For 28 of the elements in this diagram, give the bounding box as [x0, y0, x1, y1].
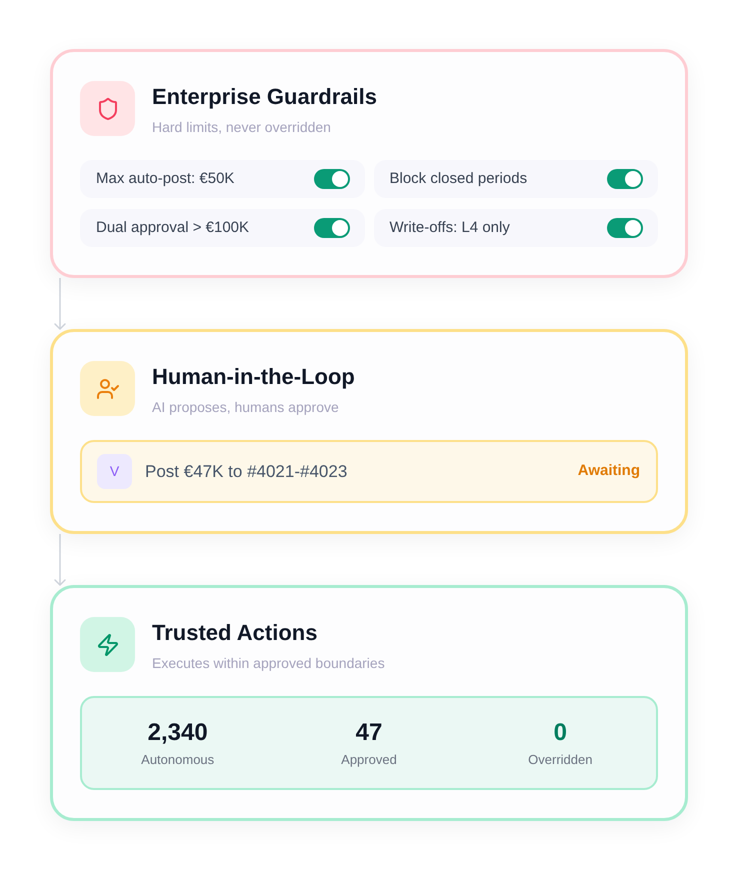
setting-label: Max auto-post: €50K — [96, 168, 234, 189]
card-title: Trusted Actions — [152, 619, 318, 647]
stat-label: Autonomous — [141, 750, 214, 768]
tier-card — [50, 329, 688, 534]
pending-action-row — [80, 440, 658, 503]
card-subtitle: Executes within approved boundaries — [152, 654, 385, 673]
tier-card — [50, 49, 688, 278]
action-text: Post €47K to #4021-#4023 — [145, 460, 348, 483]
setting-row — [374, 160, 658, 198]
setting-row — [80, 209, 364, 247]
stats-panel — [80, 696, 658, 790]
card-subtitle: AI proposes, humans approve — [152, 398, 340, 417]
setting-label: Dual approval > €100K — [96, 218, 250, 238]
stat-value: 47 — [356, 718, 382, 748]
initial-avatar: V — [97, 454, 132, 489]
setting-label: Write-offs: L4 only — [390, 218, 510, 238]
setting-row — [374, 209, 658, 247]
stat-value: 0 — [554, 718, 567, 748]
card-title: Human-in-the-Loop — [152, 363, 355, 391]
stat-label: Approved — [341, 750, 397, 768]
card-subtitle: Hard limits, never overridden — [152, 118, 332, 137]
card-title: Enterprise Guardrails — [152, 83, 377, 111]
setting-label: Block closed periods — [390, 168, 528, 189]
tier-card — [50, 585, 688, 821]
stat-label: Overridden — [528, 750, 592, 768]
stat-value: 2,340 — [148, 718, 208, 748]
status-text: Awaiting — [578, 461, 640, 482]
setting-row — [80, 160, 364, 198]
